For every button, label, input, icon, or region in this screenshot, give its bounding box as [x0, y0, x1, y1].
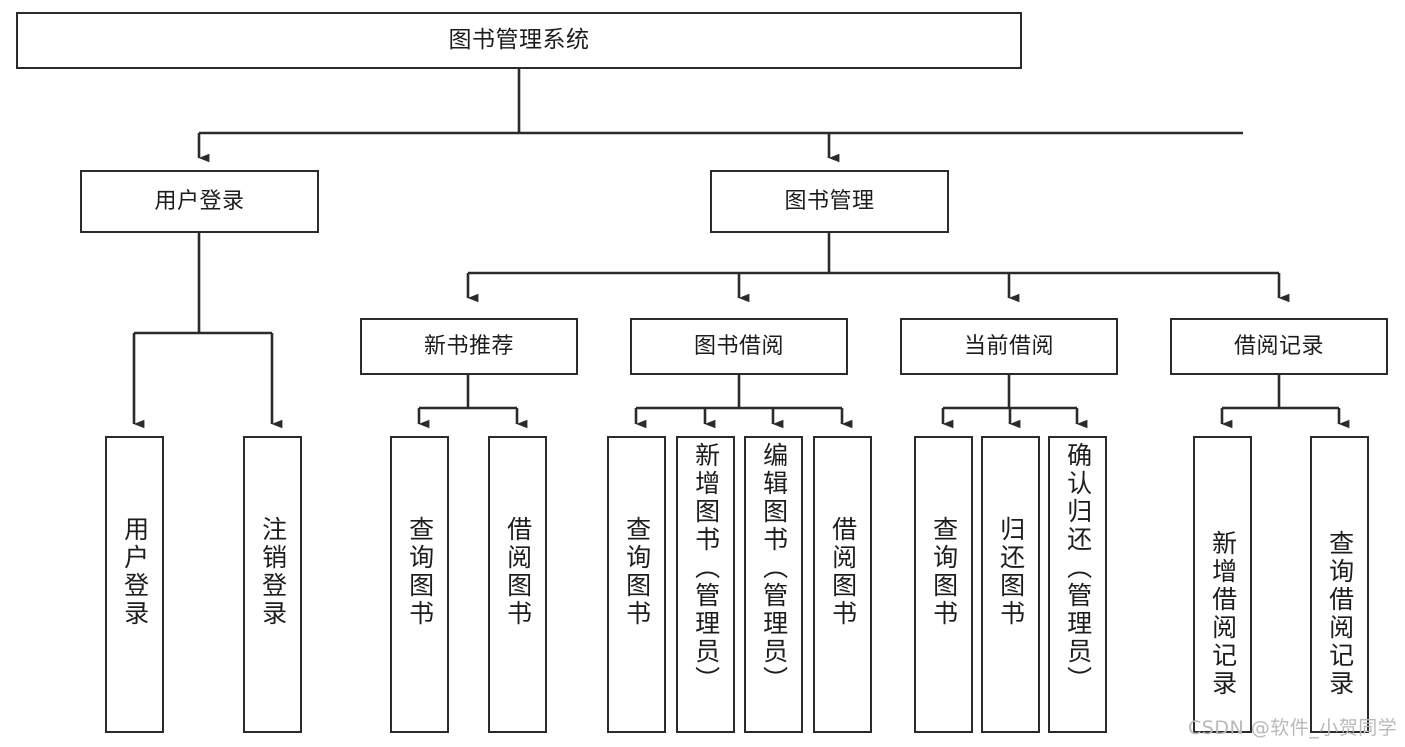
leaf-book-borrow-edit[interactable]: 编辑图书（管理员） [744, 436, 803, 733]
leaf-book-borrow-borrow[interactable]: 借阅图书 [813, 436, 872, 733]
node-label: 当前借阅 [963, 333, 1054, 359]
node-label: 新增借阅记录 [1208, 530, 1238, 698]
leaf-current-borrow-query[interactable]: 查询图书 [914, 436, 973, 733]
node-label: 借阅记录 [1233, 333, 1324, 359]
node-current-borrow[interactable]: 当前借阅 [900, 318, 1118, 375]
leaf-new-book-borrow[interactable]: 借阅图书 [488, 436, 547, 733]
node-label: 新书推荐 [423, 333, 514, 359]
node-book-management[interactable]: 图书管理 [710, 170, 949, 233]
node-label: 查询图书 [929, 516, 959, 628]
node-label: 查询图书 [622, 516, 652, 628]
leaf-book-borrow-add[interactable]: 新增图书（管理员） [676, 436, 735, 733]
node-root-system[interactable]: 图书管理系统 [16, 12, 1022, 69]
node-label: 用户登录 [120, 516, 150, 628]
leaf-book-borrow-query[interactable]: 查询图书 [607, 436, 666, 733]
leaf-borrow-record-query[interactable]: 查询借阅记录 [1310, 436, 1369, 733]
node-label: 注销登录 [258, 516, 288, 628]
node-label: 确认归还（管理员） [1063, 442, 1093, 694]
node-label: 新增图书（管理员） [691, 442, 721, 694]
node-label: 查询图书 [405, 516, 435, 628]
leaf-current-borrow-return[interactable]: 归还图书 [981, 436, 1040, 733]
leaf-user-login-logout[interactable]: 注销登录 [243, 436, 302, 733]
node-borrow-record[interactable]: 借阅记录 [1170, 318, 1388, 375]
node-label: 借阅图书 [828, 516, 858, 628]
node-label: 用户登录 [154, 188, 245, 214]
node-label: 借阅图书 [503, 516, 533, 628]
node-label: 图书管理 [784, 188, 875, 214]
leaf-current-borrow-confirm-return[interactable]: 确认归还（管理员） [1048, 436, 1107, 733]
node-user-login[interactable]: 用户登录 [80, 170, 319, 233]
leaf-borrow-record-add[interactable]: 新增借阅记录 [1193, 436, 1252, 733]
node-book-borrow[interactable]: 图书借阅 [630, 318, 848, 375]
node-new-book-recommend[interactable]: 新书推荐 [360, 318, 578, 375]
watermark-text: CSDN @软件_小贺同学 [1188, 717, 1398, 739]
node-label: 归还图书 [996, 516, 1026, 628]
node-label: 图书管理系统 [448, 26, 590, 53]
node-label: 编辑图书（管理员） [759, 442, 789, 694]
leaf-new-book-query[interactable]: 查询图书 [390, 436, 449, 733]
leaf-user-login-login[interactable]: 用户登录 [105, 436, 164, 733]
node-label: 查询借阅记录 [1325, 530, 1355, 698]
node-label: 图书借阅 [693, 333, 784, 359]
